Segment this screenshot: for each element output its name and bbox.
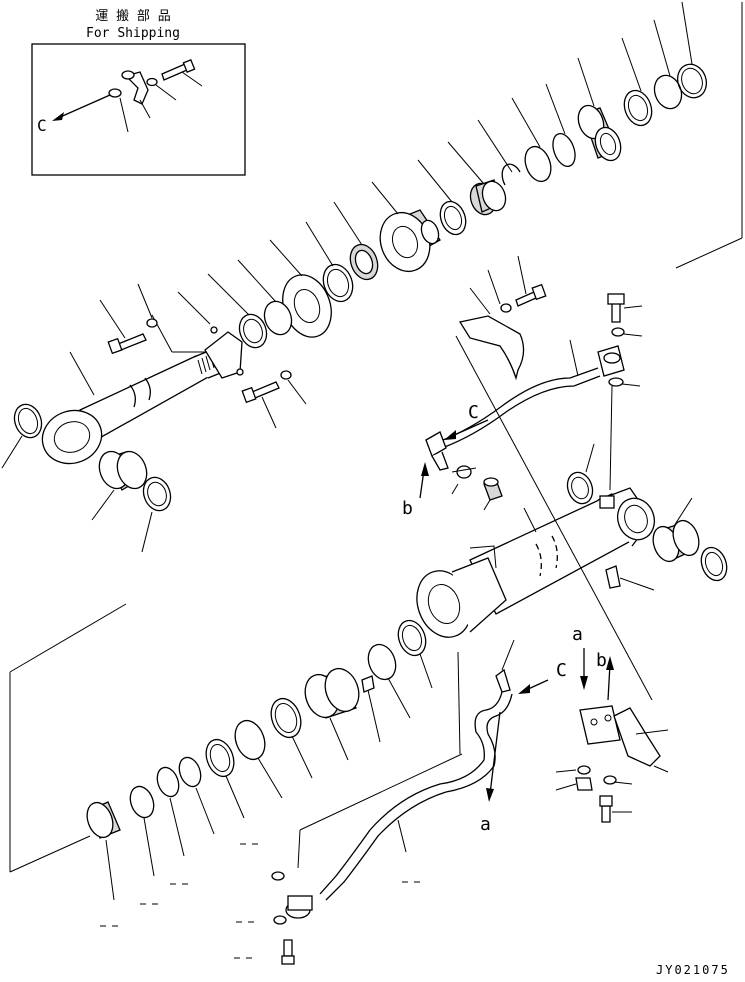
callout-a-bottom: a — [480, 814, 491, 835]
piston-nut — [86, 801, 121, 839]
callout-b-left: b — [402, 498, 413, 519]
dash-marks — [100, 843, 420, 959]
ring-5 — [524, 145, 552, 183]
piston-seal-series — [86, 619, 433, 901]
tube-bushing — [652, 519, 700, 563]
retainer-plate — [204, 331, 243, 379]
bolt-lower — [251, 381, 280, 399]
piston-lower — [304, 667, 360, 719]
callouts: C b a b C a — [402, 402, 614, 835]
seal-ring-left — [13, 403, 43, 439]
pipe-assembly — [425, 255, 643, 511]
shipping-inset: 運 搬 部 品 For Shipping C — [31, 9, 246, 176]
seal-ring-mid — [142, 476, 172, 512]
ring-1 — [676, 63, 708, 99]
bolt-left — [117, 333, 147, 351]
ring-10 — [238, 313, 268, 349]
shipping-washer — [108, 88, 122, 98]
ring-6 — [439, 200, 467, 236]
bushing — [469, 179, 507, 216]
drawing-code: JY021075 — [656, 963, 730, 977]
shipping-arrow-c-label: C — [37, 116, 47, 135]
plug — [483, 477, 503, 501]
split-ring — [501, 163, 521, 186]
ring-9 — [263, 300, 293, 336]
connection-lines — [9, 2, 743, 873]
bracket-plate — [579, 705, 621, 745]
ring-2 — [653, 74, 683, 110]
cylinder-head — [379, 209, 441, 273]
shipping-nut — [146, 77, 158, 87]
rod-eye — [41, 409, 103, 465]
ring-3 — [623, 89, 653, 127]
callout-c-lower: C — [556, 660, 567, 681]
shipping-box-frame — [31, 43, 246, 176]
piston-rod — [1, 283, 307, 553]
bracket-clamp — [613, 707, 661, 767]
piston — [577, 104, 622, 162]
callout-a-top: a — [572, 624, 583, 645]
lower-pipe — [271, 639, 669, 965]
shipping-title-jp: 運 搬 部 品 — [95, 9, 170, 24]
shipping-title-en: For Shipping — [86, 26, 180, 41]
ring-8 — [322, 263, 354, 303]
rod-seal-series — [207, 1, 708, 349]
callout-b-right: b — [596, 650, 607, 671]
pipe-clamp — [458, 315, 525, 381]
cylinder-tube — [416, 443, 728, 638]
ring-4 — [552, 133, 576, 167]
callout-c-upper: C — [468, 402, 479, 423]
shipping-bolt — [161, 63, 188, 81]
rod-bushing — [98, 450, 148, 491]
